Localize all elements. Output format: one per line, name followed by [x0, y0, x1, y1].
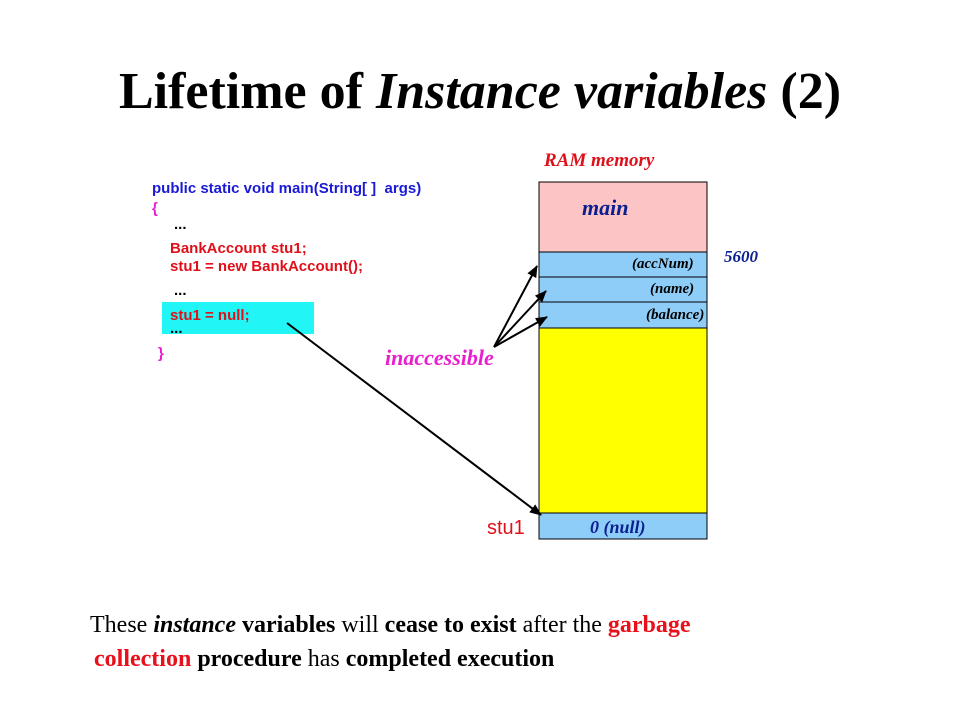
- null-assignment-highlight: [162, 302, 314, 334]
- address-label: 5600: [724, 247, 758, 266]
- caption-text-variables: variables: [242, 612, 336, 638]
- caption-line-1: These instance variables will cease to e…: [90, 608, 930, 642]
- main-label: main: [582, 195, 629, 220]
- field-cell-balance: [538, 301, 708, 329]
- stu1-cell: [538, 512, 708, 540]
- code-line-declaration: BankAccount stu1;: [170, 240, 307, 257]
- code-line-ellipsis-1: ...: [174, 216, 187, 233]
- caption-text-has: has: [307, 646, 340, 672]
- code-line-null-assignment: stu1 = null;: [170, 307, 250, 324]
- code-line-instantiation: stu1 = new BankAccount();: [170, 258, 363, 275]
- arrow-inaccessible-name: [493, 290, 547, 348]
- caption-text-collection: collection: [94, 646, 192, 672]
- arrow-null-to-stu1: [286, 322, 542, 516]
- caption-text-after: after the: [522, 612, 602, 638]
- code-line-close-brace: }: [158, 345, 164, 362]
- heap-area: [538, 327, 708, 514]
- stu1-value: 0 (null): [590, 517, 646, 537]
- caption-line-2: collection procedure has completed execu…: [90, 642, 930, 676]
- main-stack-block: [538, 181, 708, 253]
- field-cell-accnum: [538, 251, 708, 278]
- code-line-ellipsis-2: ...: [174, 282, 187, 299]
- slide-title: Lifetime of Instance variables (2): [0, 62, 960, 121]
- ram-memory-label: RAM memory: [544, 150, 655, 171]
- caption-text-cease: cease to exist: [384, 612, 517, 638]
- caption: These instance variables will cease to e…: [90, 608, 930, 676]
- stu1-variable-label: stu1: [487, 517, 525, 539]
- title-text-1: Lifetime of: [118, 63, 363, 120]
- code-line-ellipsis-3: ...: [170, 320, 183, 337]
- field-label-balance: (balance): [646, 307, 705, 323]
- code-line-open-brace: {: [152, 200, 158, 217]
- title-text-italic: Instance variables: [375, 63, 768, 120]
- arrow-inaccessible-balance: [493, 316, 548, 348]
- field-cell-name: [538, 276, 708, 303]
- field-label-accnum: (accNum): [632, 256, 694, 272]
- caption-text-these: These: [90, 612, 148, 638]
- caption-text-completed: completed execution: [345, 646, 555, 672]
- title-text-2: (2): [780, 63, 842, 120]
- inaccessible-label: inaccessible: [385, 345, 494, 370]
- caption-text-garbage: garbage: [607, 612, 691, 638]
- arrow-inaccessible-accnum: [493, 265, 538, 348]
- code-line-signature: public static void main(String[ ] args): [152, 180, 422, 197]
- caption-text-will: will: [341, 612, 379, 638]
- caption-text-procedure: procedure: [197, 646, 302, 672]
- caption-text-instance: instance: [153, 612, 236, 638]
- field-label-name: (name): [650, 281, 695, 297]
